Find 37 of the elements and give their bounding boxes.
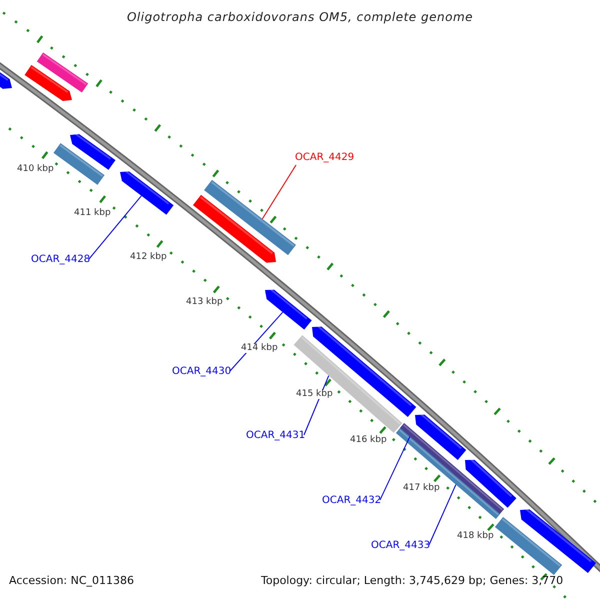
gene-bar	[204, 180, 296, 256]
gene-feature	[520, 508, 596, 574]
gene-feature	[120, 170, 174, 215]
gene-feature	[24, 65, 72, 102]
scale-label: 410 kbp	[17, 165, 54, 174]
gene-feature	[192, 194, 276, 263]
gene-feature	[70, 133, 116, 170]
scale-label: 418 kbp	[457, 532, 494, 541]
gene-label: OCAR_4433	[371, 541, 430, 551]
gene-feature	[415, 414, 466, 460]
leader-line	[428, 484, 456, 546]
scale-label: 413 kbp	[186, 298, 223, 307]
scale-label: 416 kbp	[350, 436, 387, 445]
leader-line	[262, 164, 296, 220]
leader-line	[88, 195, 142, 260]
scale-label: 414 kbp	[241, 344, 278, 353]
gene-label: OCAR_4429	[295, 153, 354, 163]
gene-feature	[265, 288, 312, 330]
leader-line	[380, 436, 410, 500]
genome-info-text: Topology: circular; Length: 3,745,629 bp; Genes: 3,770	[261, 575, 564, 586]
gene-bar	[53, 143, 105, 185]
scale-label: 412 kbp	[130, 253, 167, 262]
leader-line	[230, 312, 284, 372]
gene-feature	[465, 458, 516, 508]
gene-label: OCAR_4428	[31, 255, 90, 265]
gene-bar	[36, 52, 88, 93]
scale-label: 417 kbp	[403, 484, 440, 493]
gene-label: OCAR_4432	[322, 496, 382, 506]
accession-text: Accession: NC_011386	[9, 575, 134, 586]
gene-feature	[312, 326, 416, 417]
gene-bar	[494, 516, 562, 576]
diagram-title: Oligotropha carboxidovorans OM5, complete genome	[126, 11, 474, 23]
gene-label: OCAR_4431	[246, 431, 306, 441]
scale-label: 411 kbp	[74, 209, 111, 218]
scale-label: 415 kbp	[296, 390, 333, 399]
leader-line	[304, 375, 330, 436]
gene-label: OCAR_4430	[172, 367, 232, 377]
